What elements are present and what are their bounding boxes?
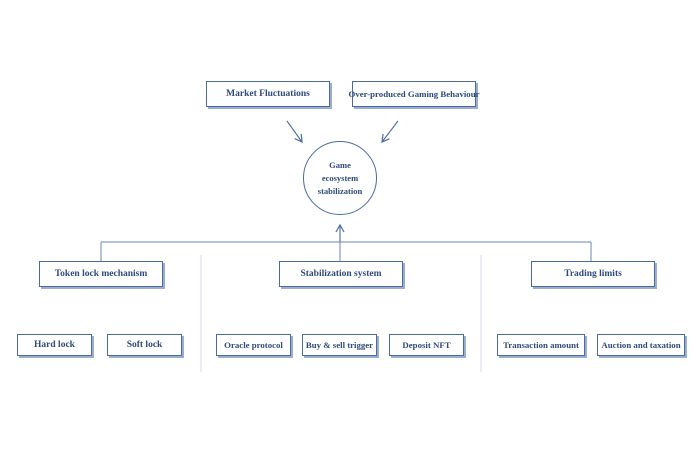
market-fluctuations-box: Market Fluctuations [206,81,330,107]
soft-lock-box: Soft lock [107,334,182,356]
arrow-gaming-to-center [381,120,399,143]
center-line-1: Game [329,159,351,170]
token-lock-mechanism-box: Token lock mechanism [39,261,163,287]
auction-taxation-label: Auction and taxation [601,340,681,350]
gaming-behaviour-box: Over-produced Gaming Behaviour [349,81,480,107]
token-lock-mechanism-label: Token lock mechanism [54,269,148,279]
deposit-nft-label: Deposit NFT [402,340,451,350]
hard-lock-box: Hard lock [17,334,92,356]
auction-taxation-box: Auction and taxation [597,334,685,356]
stabilization-system-box: Stabilization system [279,261,403,287]
center-line-3: stabilization [317,185,363,196]
buy-sell-trigger-label: Buy & sell trigger [305,340,374,350]
trading-limits-label: Trading limits [564,269,622,279]
soft-lock-label: Soft lock [126,340,163,350]
stabilization-system-label: Stabilization system [300,269,382,279]
deposit-nft-box: Deposit NFT [389,334,464,356]
trading-limits-box: Trading limits [531,261,655,287]
transaction-amount-label: Transaction amount [503,340,579,350]
oracle-protocol-box: Oracle protocol [216,334,291,356]
hard-lock-label: Hard lock [34,340,75,350]
market-fluctuations-label: Market Fluctuations [226,89,310,99]
center-line-2: ecosystem [321,172,359,183]
gaming-behaviour-label: Over-produced Gaming Behaviour [348,89,480,99]
buy-sell-trigger-box: Buy & sell trigger [302,334,377,356]
game-ecosystem-stabilization-node: Game ecosystem stabilization [303,141,377,215]
arrow-market-to-center [286,120,303,143]
oracle-protocol-label: Oracle protocol [224,340,283,350]
transaction-amount-box: Transaction amount [497,334,585,356]
